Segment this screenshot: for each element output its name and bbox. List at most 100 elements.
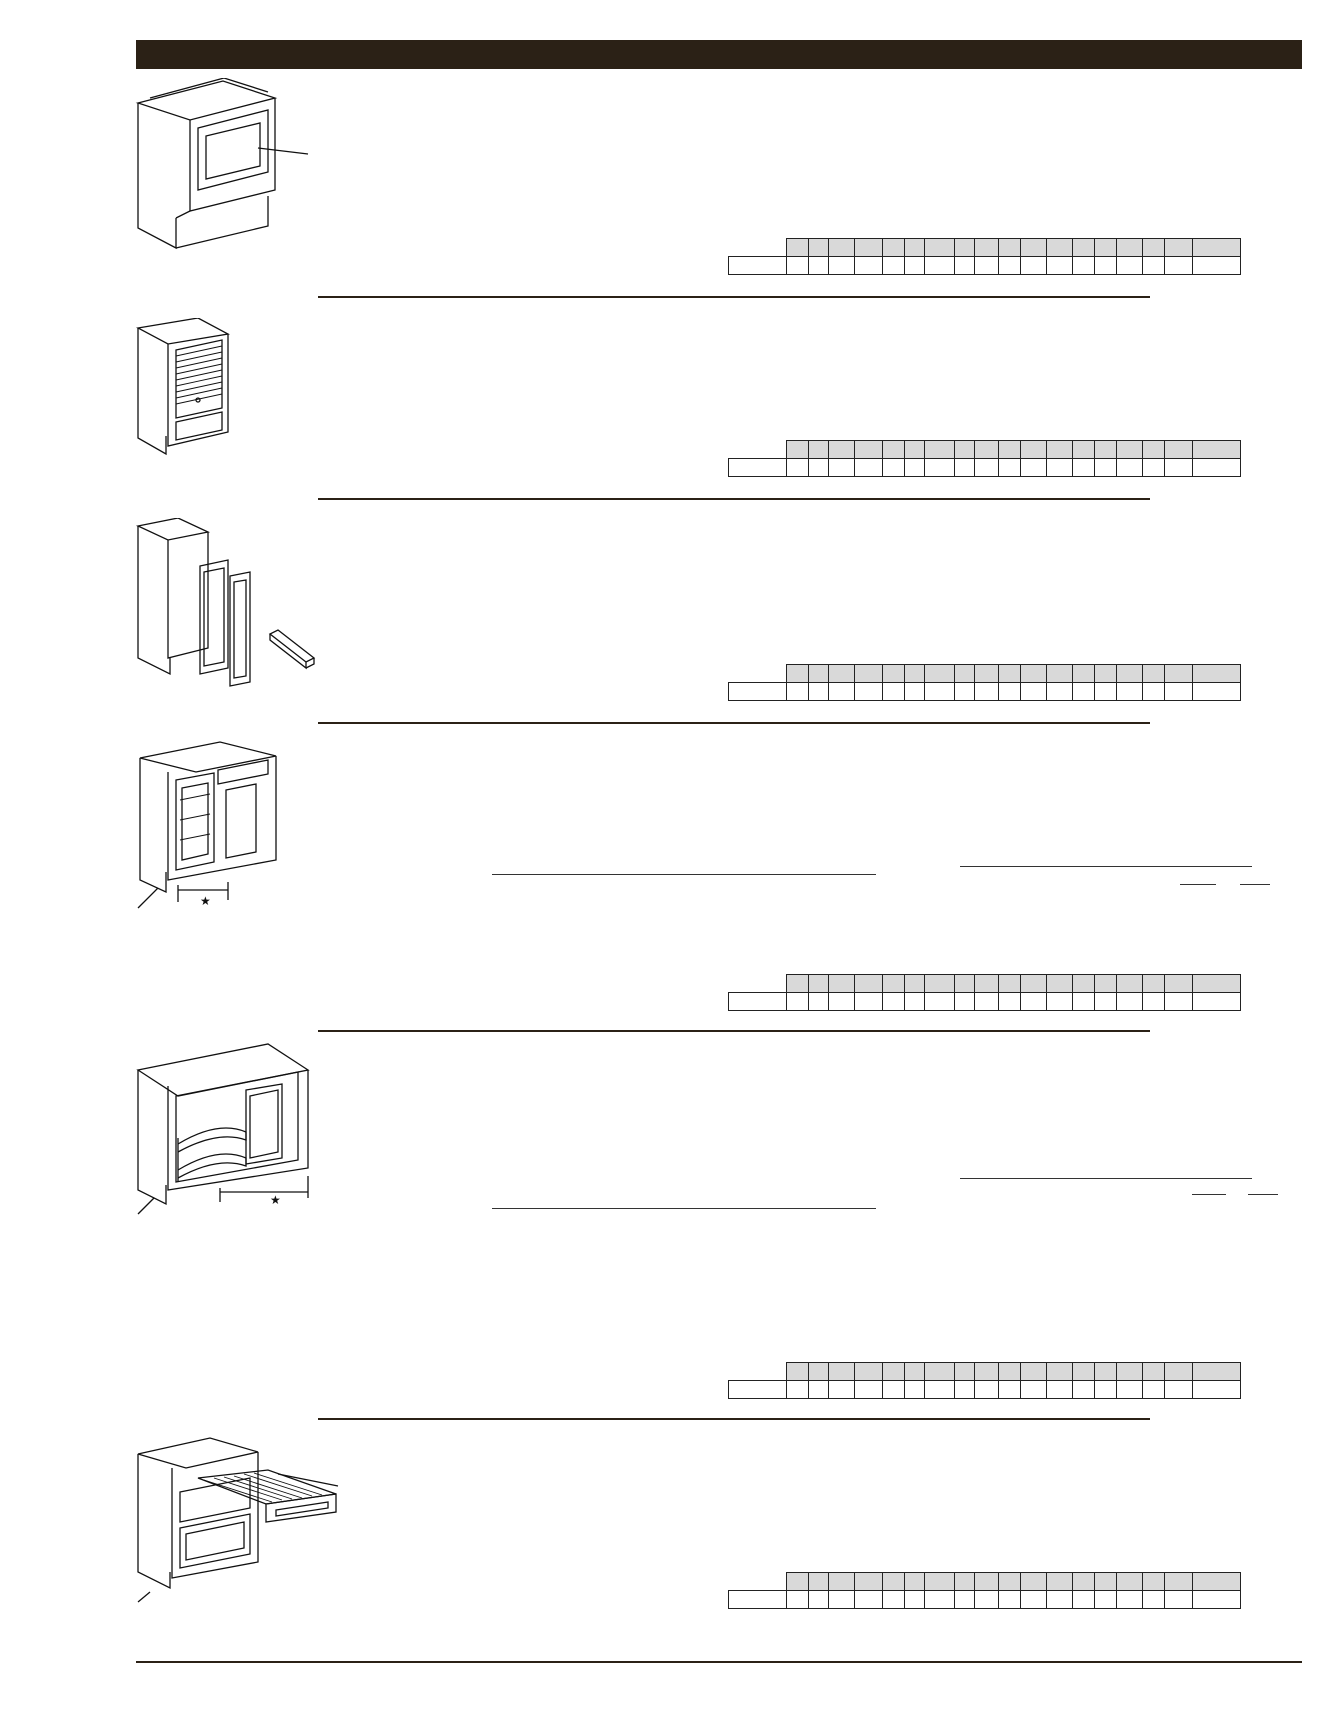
- price-table-cell: [954, 1590, 975, 1609]
- price-table-header-cell: [1142, 238, 1165, 257]
- drawer-base-cutting-board-cabinet-icon: [128, 1434, 343, 1604]
- price-table-row: [728, 1590, 1241, 1609]
- price-table-cell: [924, 458, 955, 477]
- price-table-cell: [1142, 1380, 1165, 1399]
- price-table-cell: [1046, 256, 1073, 275]
- price-table-header-row: [728, 1362, 1241, 1381]
- price-table-cell: [1072, 458, 1095, 477]
- price-table-cell: [998, 1380, 1021, 1399]
- price-table-cell: [786, 256, 809, 275]
- price-table-cell: [1046, 1590, 1073, 1609]
- price-table-cell: [904, 256, 925, 275]
- price-table-cell: [1164, 1590, 1193, 1609]
- price-table-cell: [854, 992, 883, 1011]
- price-table-header-cell: [1094, 1572, 1117, 1591]
- price-table-cell: [1116, 992, 1143, 1011]
- price-table-cell: [882, 1380, 905, 1399]
- price-table-cell: [882, 1590, 905, 1609]
- price-table-header-cell: [954, 238, 975, 257]
- price-table-header-cell: [1142, 664, 1165, 683]
- price-table-header-cell: [998, 238, 1021, 257]
- price-table-header-cell: [998, 974, 1021, 993]
- price-table-cell: [1164, 682, 1193, 701]
- price-table-cell: [904, 458, 925, 477]
- price-table-header-cell: [1072, 664, 1095, 683]
- price-table-header-cell: [786, 974, 809, 993]
- price-table-header-cell: [828, 238, 855, 257]
- price-table-header-cell: [1094, 238, 1117, 257]
- price-table-cell: [1094, 256, 1117, 275]
- price-table-header-cell: [808, 1362, 829, 1381]
- price-table-cell: [728, 992, 787, 1011]
- price-table-cell: [1072, 1380, 1095, 1399]
- price-table-row: [728, 458, 1241, 477]
- price-table-cell: [854, 1590, 883, 1609]
- rule: [960, 866, 1252, 867]
- price-table-header-row: [728, 1572, 1241, 1591]
- price-table-cell: [1164, 458, 1193, 477]
- price-table-header-cell: [828, 1362, 855, 1381]
- price-table-header-cell: [1164, 974, 1193, 993]
- price-table-header-cell: [904, 440, 925, 459]
- price-table-cell: [1072, 1590, 1095, 1609]
- price-table: [728, 238, 1241, 275]
- price-table-header-cell: [808, 238, 829, 257]
- price-table-cell: [854, 458, 883, 477]
- price-table-header-row: [728, 664, 1241, 683]
- price-table-cell: [998, 1590, 1021, 1609]
- price-table-header-cell: [728, 664, 787, 683]
- price-table-header-cell: [974, 440, 999, 459]
- price-table-cell: [924, 256, 955, 275]
- price-table-header-cell: [808, 974, 829, 993]
- price-table-cell: [1192, 458, 1241, 477]
- price-table-cell: [1192, 1380, 1241, 1399]
- price-table-cell: [828, 458, 855, 477]
- price-table-cell: [974, 682, 999, 701]
- price-table-header-cell: [854, 974, 883, 993]
- blind-corner-lazy-susan-cabinet-icon: ★: [128, 1040, 328, 1220]
- price-table-header-cell: [1116, 238, 1143, 257]
- price-table: [728, 1572, 1241, 1609]
- price-table-cell: [924, 992, 955, 1011]
- price-table-row: [728, 992, 1241, 1011]
- price-table: [728, 440, 1241, 477]
- price-table-header-cell: [1116, 440, 1143, 459]
- price-table-header-cell: [1164, 1572, 1193, 1591]
- price-table-header-cell: [904, 1362, 925, 1381]
- price-table-header-cell: [882, 238, 905, 257]
- price-table-cell: [924, 1590, 955, 1609]
- price-table-header-cell: [1192, 974, 1241, 993]
- price-table-header-cell: [1164, 664, 1193, 683]
- price-table-header-cell: [1020, 664, 1047, 683]
- price-table-cell: [854, 682, 883, 701]
- price-table-header-cell: [974, 1572, 999, 1591]
- price-table-header-cell: [1094, 664, 1117, 683]
- price-table-cell: [954, 1380, 975, 1399]
- price-table-cell: [1094, 458, 1117, 477]
- price-table-header-cell: [998, 664, 1021, 683]
- rule: [1180, 884, 1216, 885]
- price-table-cell: [974, 458, 999, 477]
- price-table-cell: [882, 992, 905, 1011]
- price-table-header-cell: [786, 440, 809, 459]
- price-table-cell: [1072, 992, 1095, 1011]
- price-table-header-cell: [924, 974, 955, 993]
- price-table-header-cell: [882, 1362, 905, 1381]
- price-table-cell: [904, 1380, 925, 1399]
- price-table-cell: [1142, 256, 1165, 275]
- price-table-header-cell: [924, 664, 955, 683]
- price-table-cell: [882, 458, 905, 477]
- price-table-header-cell: [1116, 974, 1143, 993]
- price-table-cell: [728, 1590, 787, 1609]
- price-table-cell: [1094, 682, 1117, 701]
- price-table-header-cell: [828, 440, 855, 459]
- price-table-cell: [998, 992, 1021, 1011]
- price-table-header-cell: [954, 1362, 975, 1381]
- price-table-cell: [1116, 256, 1143, 275]
- price-table-cell: [808, 256, 829, 275]
- price-table-cell: [1020, 992, 1047, 1011]
- price-table-header-cell: [786, 1362, 809, 1381]
- price-table-header-cell: [1046, 974, 1073, 993]
- price-table-header-cell: [786, 664, 809, 683]
- price-table-cell: [1142, 682, 1165, 701]
